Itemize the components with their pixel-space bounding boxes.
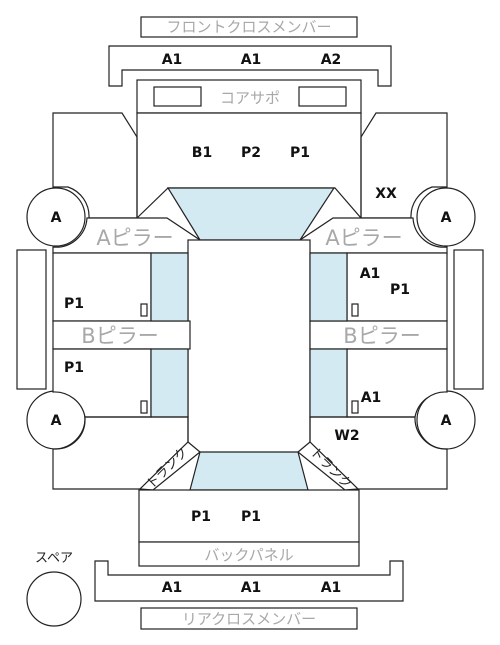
right-trunk-corner-label: トランク [307, 445, 354, 492]
rear-cross-member-code-1: A1 [162, 580, 183, 596]
tire-rear-right-code: A [441, 413, 452, 429]
left-a-pillar-label: Aピラー [96, 226, 173, 250]
right-front-door-code-1: A1 [360, 266, 381, 282]
left-headlight [153, 86, 202, 107]
rear-cross-member-label-box [140, 607, 358, 630]
right-front-window [309, 252, 348, 322]
right-rear-door-code: A1 [361, 390, 382, 406]
tire-front-right-code: A [441, 210, 452, 226]
trunk-lid [138, 489, 360, 543]
tire-front-right [416, 187, 476, 247]
right-rear-window [309, 348, 348, 418]
right-b-pillar-label: Bピラー [343, 324, 420, 348]
hood-code-3: P1 [290, 145, 310, 161]
left-rear-door-handle [140, 400, 148, 414]
left-b-pillar [52, 320, 191, 350]
hood-code-1: B1 [192, 145, 212, 161]
front-cross-member-bracket [108, 45, 392, 87]
right-a-pillar-label: Aピラー [325, 226, 402, 250]
windshield [166, 187, 336, 241]
right-front-door-handle [351, 303, 359, 317]
front-cross-member-label: フロントクロスメンバー [166, 18, 331, 36]
right-front-door-code-2: P1 [390, 282, 410, 298]
spare-tire [26, 571, 82, 627]
rear-cross-member-bracket [94, 560, 404, 602]
hood-code-2: P2 [241, 145, 261, 161]
front-cross-member-code-3: A2 [321, 52, 342, 68]
tire-front-left [26, 187, 86, 247]
rear-window [189, 451, 309, 491]
right-rear-fender-code: W2 [334, 428, 359, 444]
right-rear-door-handle [351, 400, 359, 414]
spare-label: スペア [35, 551, 73, 566]
left-rear-door-code: P1 [64, 360, 84, 376]
front-cross-member-code-2: A1 [241, 52, 262, 68]
right-headlight [298, 86, 347, 107]
tire-rear-left-code: A [51, 413, 62, 429]
roof-panel [187, 239, 311, 454]
left-b-pillar-label: Bピラー [81, 324, 158, 348]
left-front-window [150, 252, 189, 322]
back-panel [138, 541, 360, 567]
rear-cross-member-label: リアクロスメンバー [182, 610, 316, 628]
left-side-sill [16, 249, 47, 390]
left-rear-window [150, 348, 189, 418]
right-front-door [346, 252, 448, 322]
right-front-fender-code: XX [375, 186, 397, 202]
trunk-code-1: P1 [191, 509, 211, 525]
front-cross-member-code-1: A1 [162, 52, 183, 68]
rear-cross-member-code-2: A1 [241, 580, 262, 596]
back-panel-label: バックパネル [204, 546, 293, 564]
front-cross-member-label-box [140, 16, 358, 38]
left-front-door-code: P1 [64, 296, 84, 312]
rear-cross-member-code-3: A1 [321, 580, 342, 596]
right-side-sill [453, 249, 484, 390]
left-trunk-corner-label: トランク [144, 445, 191, 492]
left-front-door [52, 252, 152, 322]
core-support-label: コアサポ [220, 89, 280, 107]
trunk-code-2: P1 [241, 509, 261, 525]
tire-front-left-code: A [51, 210, 62, 226]
left-front-door-handle [140, 303, 148, 317]
